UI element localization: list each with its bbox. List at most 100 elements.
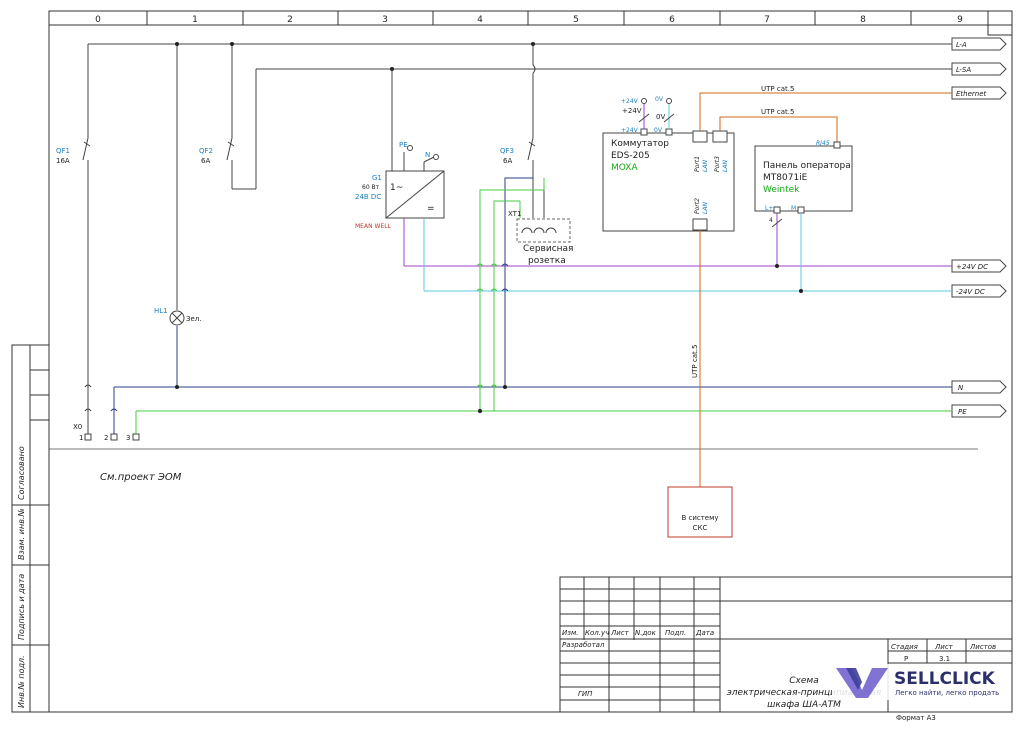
column-number: 5 <box>573 15 579 25</box>
bus-lines <box>88 43 952 70</box>
switch-title-1: Коммутатор <box>611 139 669 149</box>
bus-label-n: N <box>958 384 964 392</box>
x0-terminal-1: 1 <box>79 434 83 442</box>
panel-brand: Weintek <box>763 185 800 195</box>
switch-pin-0v: 0V <box>654 127 663 134</box>
g1-label: G1 <box>372 174 382 182</box>
column-number: 9 <box>957 15 963 25</box>
hl1-color: Зел. <box>186 315 202 323</box>
panel-title-1: Панель оператора <box>763 161 851 171</box>
watermark-brand: SELLCLICK <box>894 669 996 689</box>
tb-col-list: Лист <box>610 629 630 637</box>
qf2-rating: 6A <box>201 157 210 165</box>
g1-dc-symbol: = <box>427 204 435 214</box>
ethernet-switch <box>602 128 735 232</box>
junction <box>503 385 507 389</box>
bus-label-ethernet: Ethernet <box>956 90 987 98</box>
switch-port2-lan: LAN <box>702 202 709 214</box>
tb-col-kol: Кол.уч <box>585 629 609 637</box>
bus-label-minus24: -24V DC <box>956 288 985 296</box>
utp-label-top: UTP cat.5 <box>761 85 794 93</box>
bus-label-pe: PE <box>958 408 967 416</box>
junction <box>799 289 803 293</box>
sks-line-2: СКС <box>693 524 708 532</box>
xt1-label: XT1 <box>508 210 521 218</box>
sks-line-1: В систему <box>681 514 718 522</box>
drawing-frame <box>48 10 1013 713</box>
bus-arrows <box>951 37 1007 418</box>
tb-sheets: Листов <box>969 643 996 651</box>
tb-col-data: Дата <box>695 629 714 637</box>
tb-col-podp: Подп. <box>665 629 686 637</box>
project-reference-note: См.проект ЭОМ <box>100 472 182 483</box>
switch-title-2: EDS-205 <box>611 151 650 161</box>
stamp-agreed: Согласовано <box>17 446 26 500</box>
bus-label-plus24: +24V DC <box>956 263 988 271</box>
tb-col-izm: Изм. <box>562 629 578 637</box>
column-number: 2 <box>287 15 293 25</box>
utp-cables <box>699 92 952 487</box>
title-block <box>559 576 1013 713</box>
tb-gip: ГИП <box>578 690 593 698</box>
x0-terminals <box>84 387 140 441</box>
switch-feed-24v: +24V <box>621 98 639 105</box>
junction <box>775 264 779 268</box>
socket-icon <box>516 218 571 243</box>
g1-brand: MEAN WELL <box>355 223 392 230</box>
column-number: 1 <box>192 15 198 25</box>
tb-format: Формат А3 <box>896 714 936 722</box>
tb-sheet-value: 3.1 <box>939 655 950 663</box>
qf3-rating: 6A <box>503 157 512 165</box>
switch-port3-lan: LAN <box>722 160 729 172</box>
sellclick-watermark: SELLCLICK Легко найти, легко продать <box>832 664 1008 700</box>
g1-power: 60 Вт <box>362 184 380 191</box>
panel-title-2: MT8071iE <box>763 173 808 183</box>
g1-pe-label: PE <box>399 141 408 149</box>
tb-col-ndok: N.док <box>635 629 657 637</box>
column-number: 7 <box>764 15 770 25</box>
junction <box>230 42 234 46</box>
n-terminal-icon <box>433 154 439 160</box>
tb-title-2: электрическая-принципиальная <box>727 688 882 698</box>
g1-ac-symbol: 1~ <box>390 183 403 193</box>
tb-stage-value: Р <box>904 655 908 663</box>
column-number: 6 <box>669 15 675 25</box>
utp-label-vertical: UTP cat.5 <box>691 345 699 378</box>
x0-terminal-2: 2 <box>104 434 108 442</box>
g1-voltage: 24В DC <box>355 193 381 201</box>
switch-power-feed <box>638 101 675 129</box>
tb-sheet: Лист <box>934 643 954 651</box>
xt1-wiring <box>479 177 545 411</box>
column-number: 8 <box>860 15 866 25</box>
panel-power-feed <box>771 213 802 291</box>
column-number: 0 <box>95 15 101 25</box>
panel-rj45: RJ45 <box>816 140 830 147</box>
switch-feed-0v: 0V <box>655 96 664 103</box>
utp-label-mid: UTP cat.5 <box>761 108 794 116</box>
junction <box>478 409 482 413</box>
operator-panel <box>754 141 853 214</box>
column-ruler: 0 1 2 3 4 5 6 7 8 9 <box>95 15 963 25</box>
junction <box>531 42 535 46</box>
hl1-label: HL1 <box>154 307 168 315</box>
panel-pin-l: L+ <box>765 205 773 212</box>
sellclick-logo-icon <box>836 668 888 698</box>
column-number: 4 <box>477 15 483 25</box>
bus-label-la: L-A <box>956 41 967 49</box>
qf2-label: QF2 <box>199 147 213 155</box>
switch-port1: Port1 <box>694 156 701 172</box>
side-stamp <box>11 344 50 713</box>
socket-label-1: Сервисная <box>523 244 573 254</box>
terminal-icon <box>666 98 672 104</box>
panel-wire-marker: 4 <box>769 217 773 224</box>
stamp-original-inv: Инв.№ подл. <box>17 655 26 708</box>
g1-n-label: N <box>425 151 430 159</box>
qf1-label: QF1 <box>56 147 70 155</box>
column-number: 3 <box>382 15 388 25</box>
pe-terminal-icon <box>407 145 413 151</box>
socket-label-2: розетка <box>528 256 566 266</box>
switch-port3: Port3 <box>714 156 721 172</box>
switch-pin-24v: +24V <box>621 127 639 134</box>
qf1-rating: 16A <box>56 157 70 165</box>
